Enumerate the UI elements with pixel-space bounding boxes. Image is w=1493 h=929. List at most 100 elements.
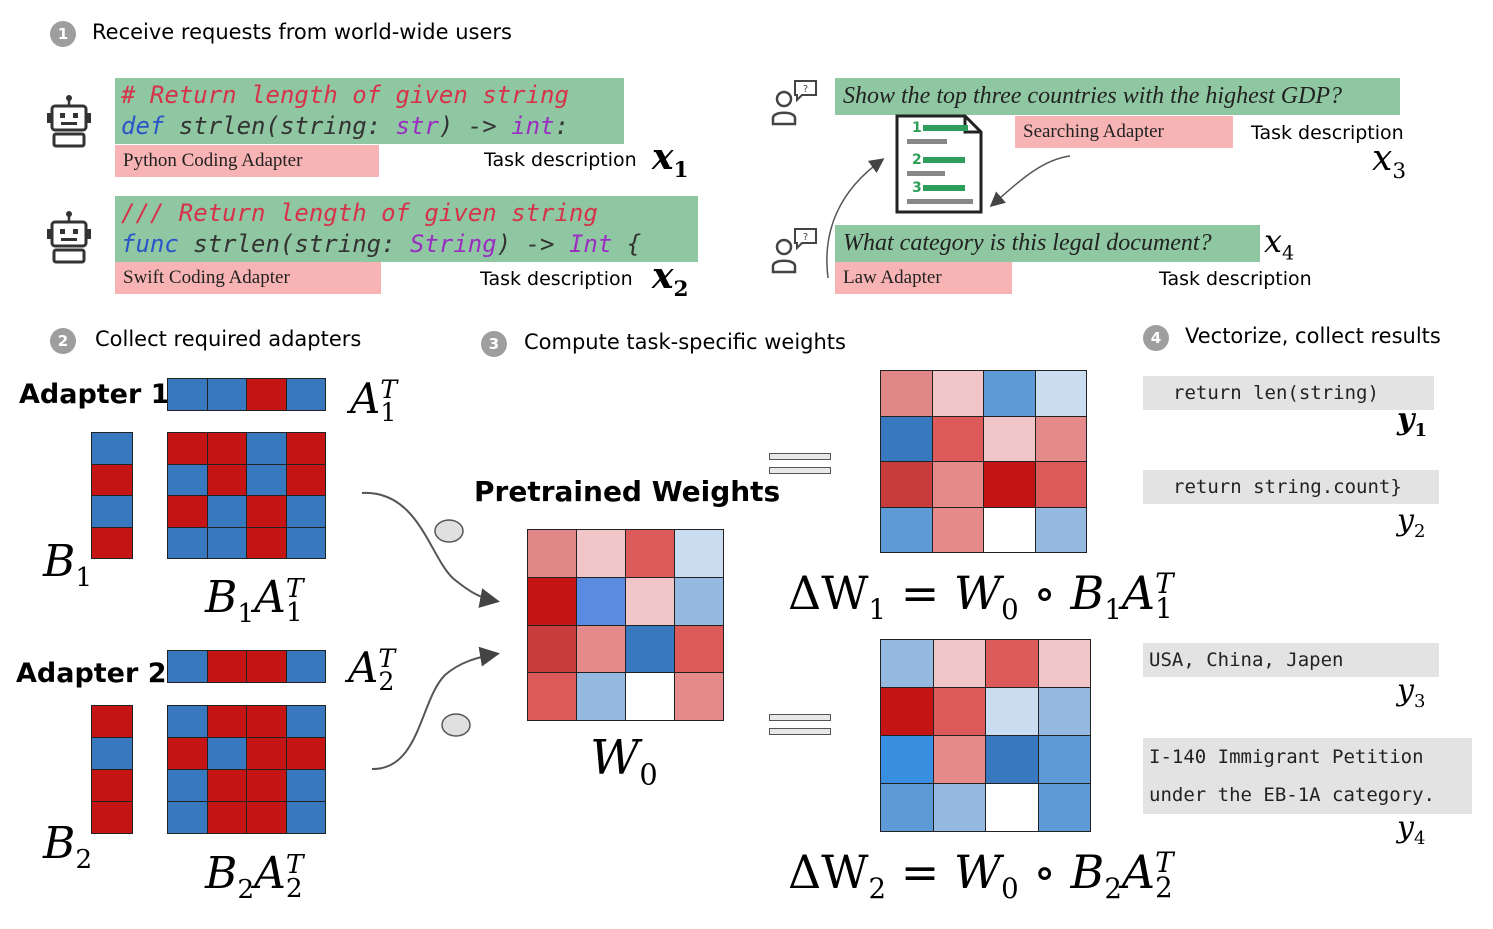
result-y4-line2: under the EB-1A category. [1149,784,1435,806]
step-3-title: Compute task-specific weights [524,330,846,354]
search-task-description: Task description [1251,122,1404,144]
user-question-icon: ? [771,80,817,126]
matrix-delta-W2 [880,639,1091,832]
math-y3: y3 [1397,673,1426,712]
document-icon [895,114,983,214]
math-x4: x4 [1264,222,1295,265]
law-adapter-tag: Law Adapter [835,262,1012,294]
ba2-cell [286,738,325,769]
ba1-cell [207,433,246,464]
math-x3: x3 [1372,138,1407,185]
b1-cell [92,433,132,464]
b1-cell [92,464,132,495]
operator-circle-1 [434,519,464,543]
python-code-signature: strlen(string: [164,112,396,140]
swift-code-arrow: ) -> [496,230,569,258]
w0-cell [675,530,723,577]
ba1-cell [168,527,207,558]
adapter-1-label: Adapter 1 [19,379,170,410]
dw1-cell [1035,416,1086,461]
a1-cell [207,379,246,410]
matrix-W0 [527,529,724,721]
dw1-cell [932,371,983,416]
dw2-cell [881,640,933,687]
python-code-type: str [395,112,439,140]
step-1-title: Receive requests from world-wide users [92,20,512,44]
ba1-cell [247,496,286,527]
w0-cell [675,673,723,720]
ba1-cell [207,527,246,558]
matrix-delta-W1 [880,370,1087,553]
a2-cell [168,651,207,682]
swift-code-return: Int [568,230,613,258]
ba1-cell [286,496,325,527]
ba2-cell [286,770,325,801]
math-x1: x1 [652,136,689,184]
ba2-cell [247,738,286,769]
dw2-cell [933,688,985,735]
equals-sign-1 [769,453,831,475]
w0-cell [675,577,723,625]
python-code-comment: # Return length of given string [121,81,569,109]
step-4-title: Vectorize, collect results [1185,324,1441,348]
ba2-cell [207,770,246,801]
arrow-adapter1-to-weights [361,491,500,608]
ba1-cell [168,496,207,527]
dw2-cell [933,640,985,687]
matrix-A2-transpose [167,650,326,683]
swift-code-comment: /// Return length of given string [121,199,598,227]
law-query: What category is this legal document? [835,225,1260,262]
ba2-cell [168,770,207,801]
swift-code-end: { [612,230,642,258]
w0-cell [626,673,674,720]
ba2-cell [247,802,286,833]
ba2-cell [168,802,207,833]
dw1-cell [1035,371,1086,416]
math-W0: W0 [590,730,658,792]
dw2-cell [986,784,1038,831]
search-adapter-tag: Searching Adapter [1015,116,1233,148]
math-x2: x2 [652,255,689,303]
dw1-cell [1035,507,1086,552]
matrix-B2 [91,705,133,834]
python-code-keyword: def [121,112,165,140]
matrix-A1-transpose [167,378,326,411]
ba1-cell [247,527,286,558]
w0-cell [528,530,576,577]
dw1-cell [881,371,932,416]
swift-adapter-tag: Swift Coding Adapter [115,262,381,294]
dw2-cell [881,736,933,783]
python-code-arrow: ) -> [438,112,512,140]
python-code-block: # Return length of given string def strl… [115,78,624,144]
dw2-cell [881,784,933,831]
operator-circle-2 [441,713,471,737]
dw2-cell [933,784,985,831]
dw1-cell [881,462,932,507]
dw1-cell [932,507,983,552]
math-y2: y2 [1397,503,1426,542]
b2-cell [92,738,132,769]
dw1-cell [932,462,983,507]
w0-cell [626,577,674,625]
svg-text:?: ? [803,84,808,95]
swift-code-signature: strlen(string: [178,230,410,258]
dw1-cell [984,507,1035,552]
ba1-cell [247,464,286,495]
b1-cell [92,496,132,527]
ba2-cell [207,802,246,833]
a2-cell [207,651,246,682]
user-question-icon: ? [771,228,817,274]
python-task-description: Task description [484,149,637,171]
w0-cell [528,625,576,673]
svg-text:?: ? [803,232,808,243]
law-task-description: Task description [1159,268,1312,290]
dw1-cell [984,371,1035,416]
a2-cell [247,651,286,682]
equals-sign-2 [769,714,831,736]
dw2-cell [933,736,985,783]
